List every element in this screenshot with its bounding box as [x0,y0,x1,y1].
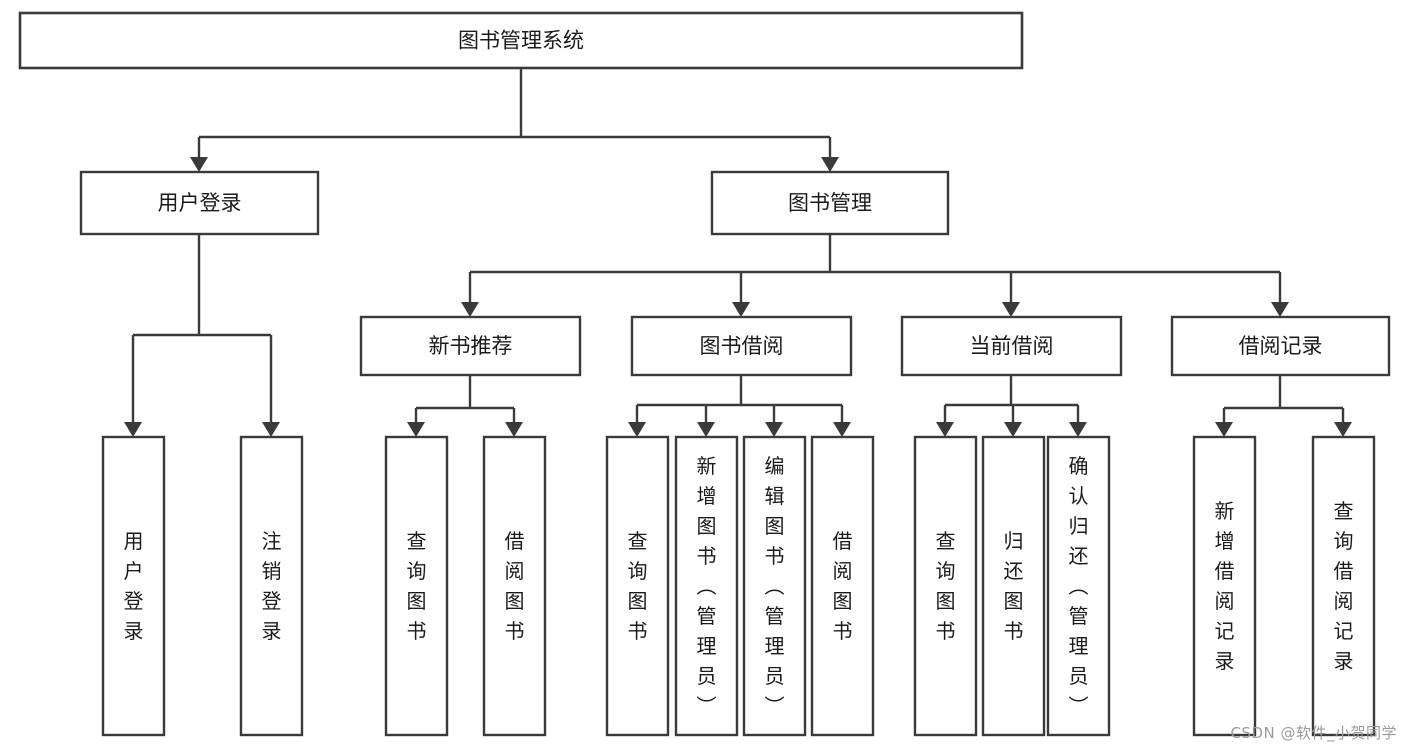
arrow-head-icon [262,422,280,437]
node-label-leaf-add-borrow-record: 新增借阅记录 [1215,499,1235,673]
node-label-leaf-borrow-book: 借阅图书 [833,529,853,643]
node-label-leaf-query-book-borrow: 查询图书 [628,529,648,643]
node-box-new-book-recommend [359,315,582,377]
node-box-leaf-query-book-recommend [384,435,449,737]
node-label-leaf-edit-book-admin: 编辑图书︵管理员︶ [765,454,785,718]
arrow-head-icon [1271,302,1289,317]
node-label-current-borrow: 当前借阅 [970,334,1054,358]
arrow-head-icon [821,157,839,172]
node-box-leaf-query-book-borrow [605,435,670,737]
node-label-book-management: 图书管理 [788,191,872,215]
node-box-leaf-add-book-admin [674,435,739,737]
node-label-user-login: 用户登录 [158,191,242,215]
arrow-head-icon [1334,422,1352,437]
node-leaf-query-book-borrow[interactable]: 查询图书 [605,435,670,737]
node-box-leaf-borrow-book-recommend [482,435,547,737]
arrow-head-icon [505,422,523,437]
node-box-leaf-user-login [101,435,166,737]
node-label-leaf-return-book: 归还图书 [1004,529,1024,643]
node-box-leaf-add-borrow-record [1192,435,1257,737]
node-borrow-records[interactable]: 借阅记录 [1170,315,1391,377]
node-leaf-borrow-book-recommend[interactable]: 借阅图书 [482,435,547,737]
node-box-leaf-query-book-current [913,435,978,737]
arrow-head-icon [461,302,479,317]
node-label-leaf-logout-login: 注销登录 [262,529,282,643]
arrow-head-icon [936,422,954,437]
arrow-head-icon [1069,422,1087,437]
node-box-user-login [79,170,320,236]
node-box-leaf-borrow-book [810,435,875,737]
node-box-book-borrow [630,315,853,377]
node-leaf-return-book[interactable]: 归还图书 [981,435,1046,737]
node-box-book-management [710,170,950,236]
node-leaf-add-book-admin[interactable]: 新增图书︵管理员︶ [674,435,739,737]
node-label-leaf-user-login: 用户登录 [124,529,144,643]
node-user-login[interactable]: 用户登录 [79,170,320,236]
node-label-new-book-recommend: 新书推荐 [429,334,513,358]
node-label-leaf-query-book-recommend: 查询图书 [407,529,427,643]
node-label-root: 图书管理系统 [458,29,584,53]
arrow-head-icon [765,422,783,437]
node-leaf-add-borrow-record[interactable]: 新增借阅记录 [1192,435,1257,737]
node-book-borrow[interactable]: 图书借阅 [630,315,853,377]
arrow-head-icon [697,422,715,437]
node-box-current-borrow [900,315,1123,377]
node-leaf-user-login[interactable]: 用户登录 [101,435,166,737]
node-leaf-query-borrow-record[interactable]: 查询借阅记录 [1311,435,1376,737]
node-root[interactable]: 图书管理系统 [18,11,1024,70]
node-box-root [18,11,1024,70]
arrow-head-icon [407,422,425,437]
watermark-label: CSDN @软件_小贺同学 [1230,724,1397,742]
node-leaf-query-book-current[interactable]: 查询图书 [913,435,978,737]
node-leaf-confirm-return-admin[interactable]: 确认归还︵管理员︶ [1046,435,1111,737]
node-label-leaf-query-book-current: 查询图书 [936,529,956,643]
node-box-leaf-return-book [981,435,1046,737]
node-current-borrow[interactable]: 当前借阅 [900,315,1123,377]
arrow-head-icon [1215,422,1233,437]
node-label-book-borrow: 图书借阅 [700,334,784,358]
arrow-head-icon [628,422,646,437]
arrow-head-icon [1004,422,1022,437]
node-new-book-recommend[interactable]: 新书推荐 [359,315,582,377]
node-book-management[interactable]: 图书管理 [710,170,950,236]
node-leaf-borrow-book[interactable]: 借阅图书 [810,435,875,737]
node-label-leaf-borrow-book-recommend: 借阅图书 [505,529,525,643]
arrow-head-icon [833,422,851,437]
node-label-leaf-confirm-return-admin: 确认归还︵管理员︶ [1069,454,1089,718]
arrow-head-icon [190,157,208,172]
arrow-head-icon [1002,302,1020,317]
node-leaf-logout-login[interactable]: 注销登录 [239,435,304,737]
node-label-leaf-add-book-admin: 新增图书︵管理员︶ [697,454,717,718]
node-label-borrow-records: 借阅记录 [1239,334,1323,358]
node-box-borrow-records [1170,315,1391,377]
node-box-leaf-confirm-return-admin [1046,435,1111,737]
node-leaf-edit-book-admin[interactable]: 编辑图书︵管理员︶ [742,435,807,737]
node-box-leaf-query-borrow-record [1311,435,1376,737]
arrow-head-icon [124,422,142,437]
arrow-head-icon [732,302,750,317]
node-label-leaf-query-borrow-record: 查询借阅记录 [1334,499,1354,673]
node-leaf-query-book-recommend[interactable]: 查询图书 [384,435,449,737]
node-box-leaf-edit-book-admin [742,435,807,737]
node-box-leaf-logout-login [239,435,304,737]
